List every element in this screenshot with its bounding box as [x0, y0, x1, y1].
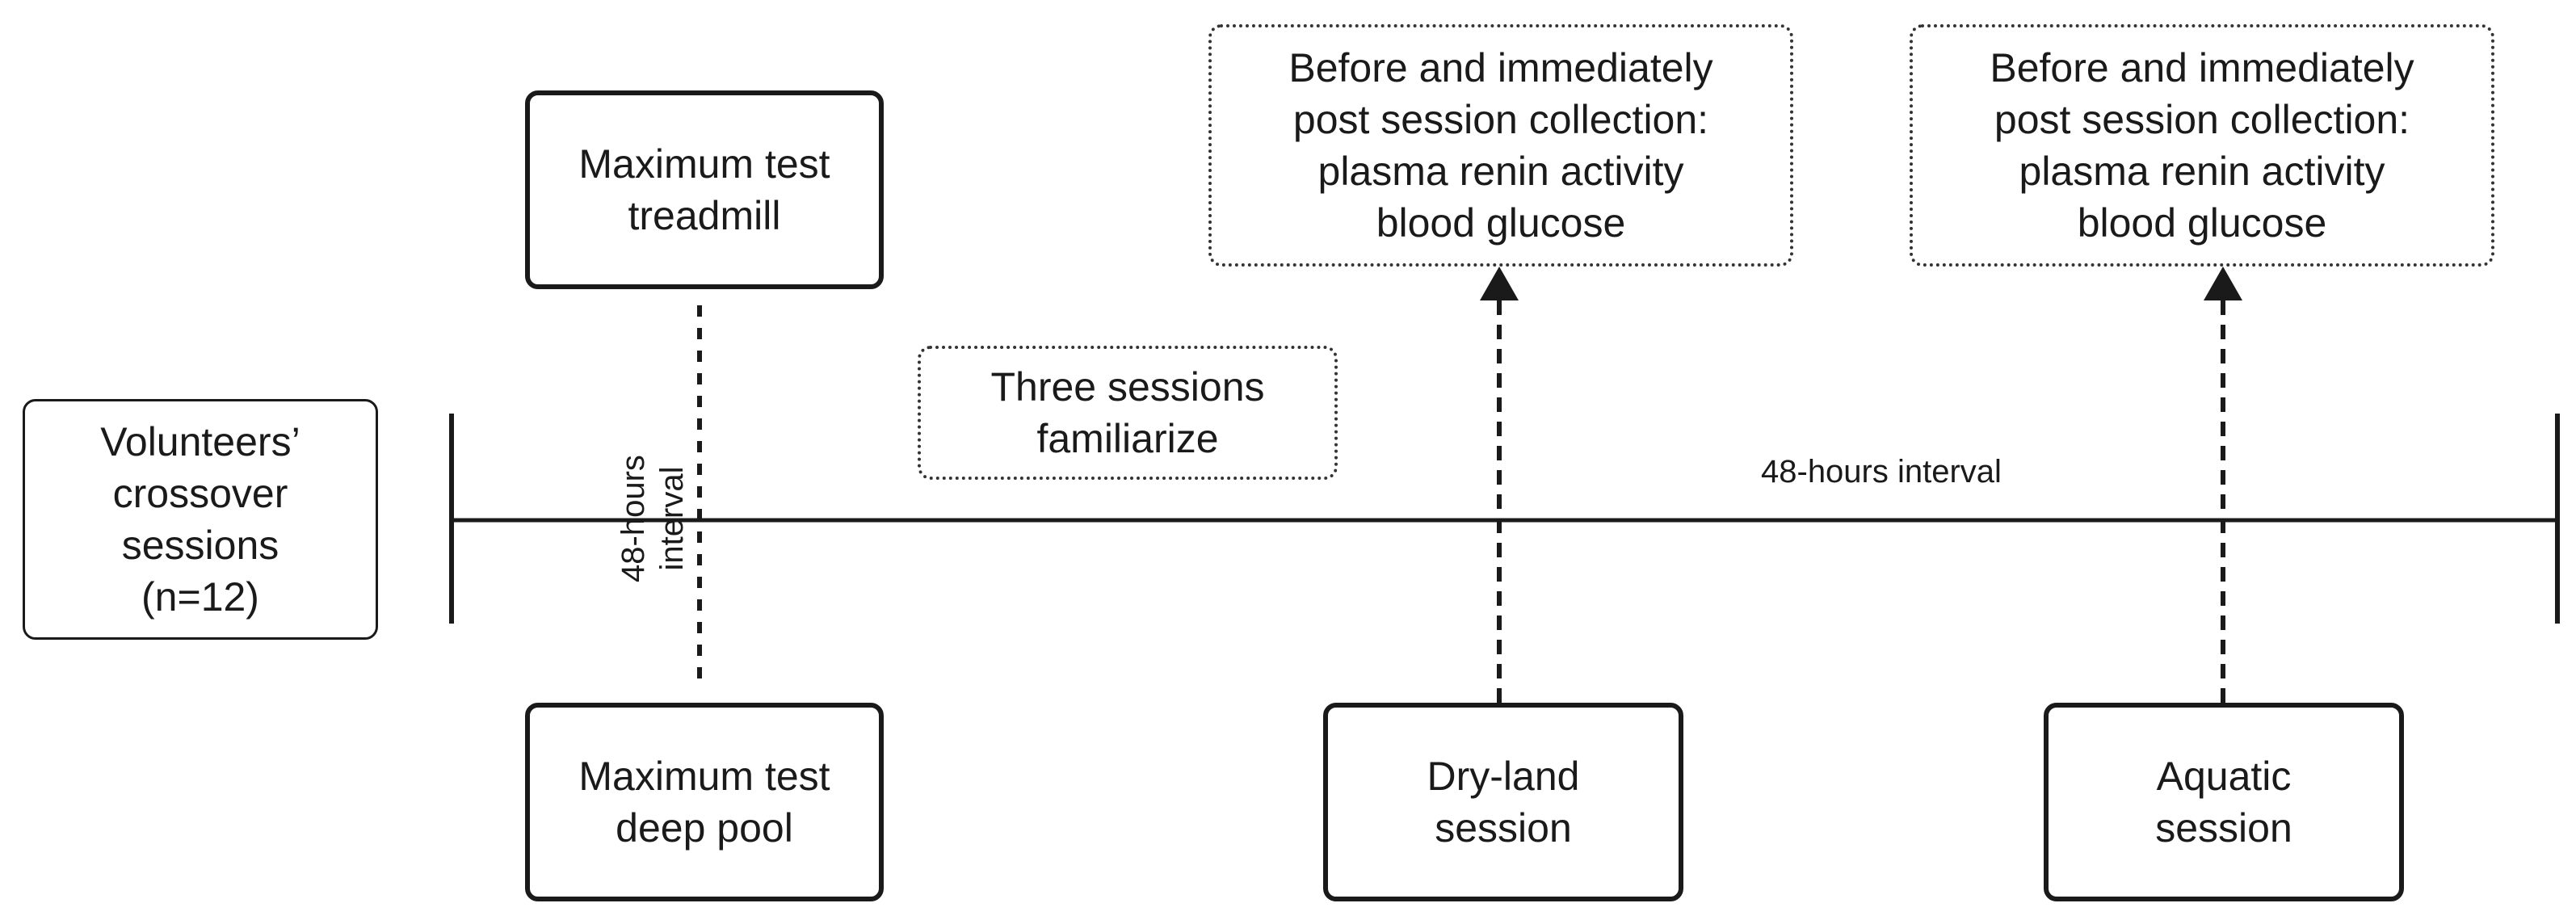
pool-line-2: deep pool	[616, 805, 793, 851]
collection-box-aquatic: Before and immediately post session coll…	[1910, 24, 2494, 267]
dry-collection-line-1: Before and immediately	[1288, 45, 1713, 90]
volunteers-line-4: (n=12)	[141, 574, 259, 620]
dry-land-session-box: Dry-land session	[1323, 703, 1683, 901]
interval-label-vertical: 48-hours interval	[614, 455, 691, 582]
dry-land-line-2: session	[1435, 805, 1572, 851]
familiarize-line-1: Three sessions	[990, 364, 1265, 410]
dry-collection-line-4: blood glucose	[1376, 200, 1626, 246]
dry-land-arrowhead	[1480, 267, 1519, 300]
dry-land-line-1: Dry-land	[1427, 754, 1580, 799]
aquatic-line-2: session	[2155, 805, 2292, 851]
aquatic-collection-line-1: Before and immediately	[1990, 45, 2414, 90]
aquatic-collection-line-3: plasma renin activity	[2019, 149, 2385, 194]
aquatic-session-box: Aquatic session	[2044, 703, 2404, 901]
max-test-treadmill-box: Maximum test treadmill	[525, 90, 884, 289]
interval-label-horizontal: 48-hours interval	[1761, 454, 2002, 489]
pool-line-1: Maximum test	[578, 754, 830, 799]
dry-collection-line-3: plasma renin activity	[1317, 149, 1684, 194]
aquatic-collection-line-4: blood glucose	[2077, 200, 2327, 246]
aquatic-line-1: Aquatic	[2156, 754, 2292, 799]
treadmill-line-2: treadmill	[628, 193, 781, 238]
volunteers-box: Volunteers’ crossover sessions (n=12)	[23, 399, 378, 640]
aquatic-collection-line-2: post session collection:	[1994, 97, 2410, 142]
familiarize-box: Three sessions familiarize	[918, 346, 1338, 480]
volunteers-line-1: Volunteers’	[100, 419, 300, 464]
dry-collection-line-2: post session collection:	[1292, 97, 1709, 142]
max-test-pool-box: Maximum test deep pool	[525, 703, 884, 901]
treadmill-line-1: Maximum test	[578, 141, 830, 187]
familiarize-line-2: familiarize	[1036, 416, 1219, 461]
aquatic-arrowhead	[2204, 267, 2242, 300]
volunteers-line-3: sessions	[121, 523, 279, 568]
interval-vertical-line-2: interval	[654, 466, 690, 571]
interval-vertical-line-1: 48-hours	[616, 455, 651, 582]
collection-box-dry-land: Before and immediately post session coll…	[1208, 24, 1793, 267]
volunteers-line-2: crossover	[112, 471, 288, 516]
